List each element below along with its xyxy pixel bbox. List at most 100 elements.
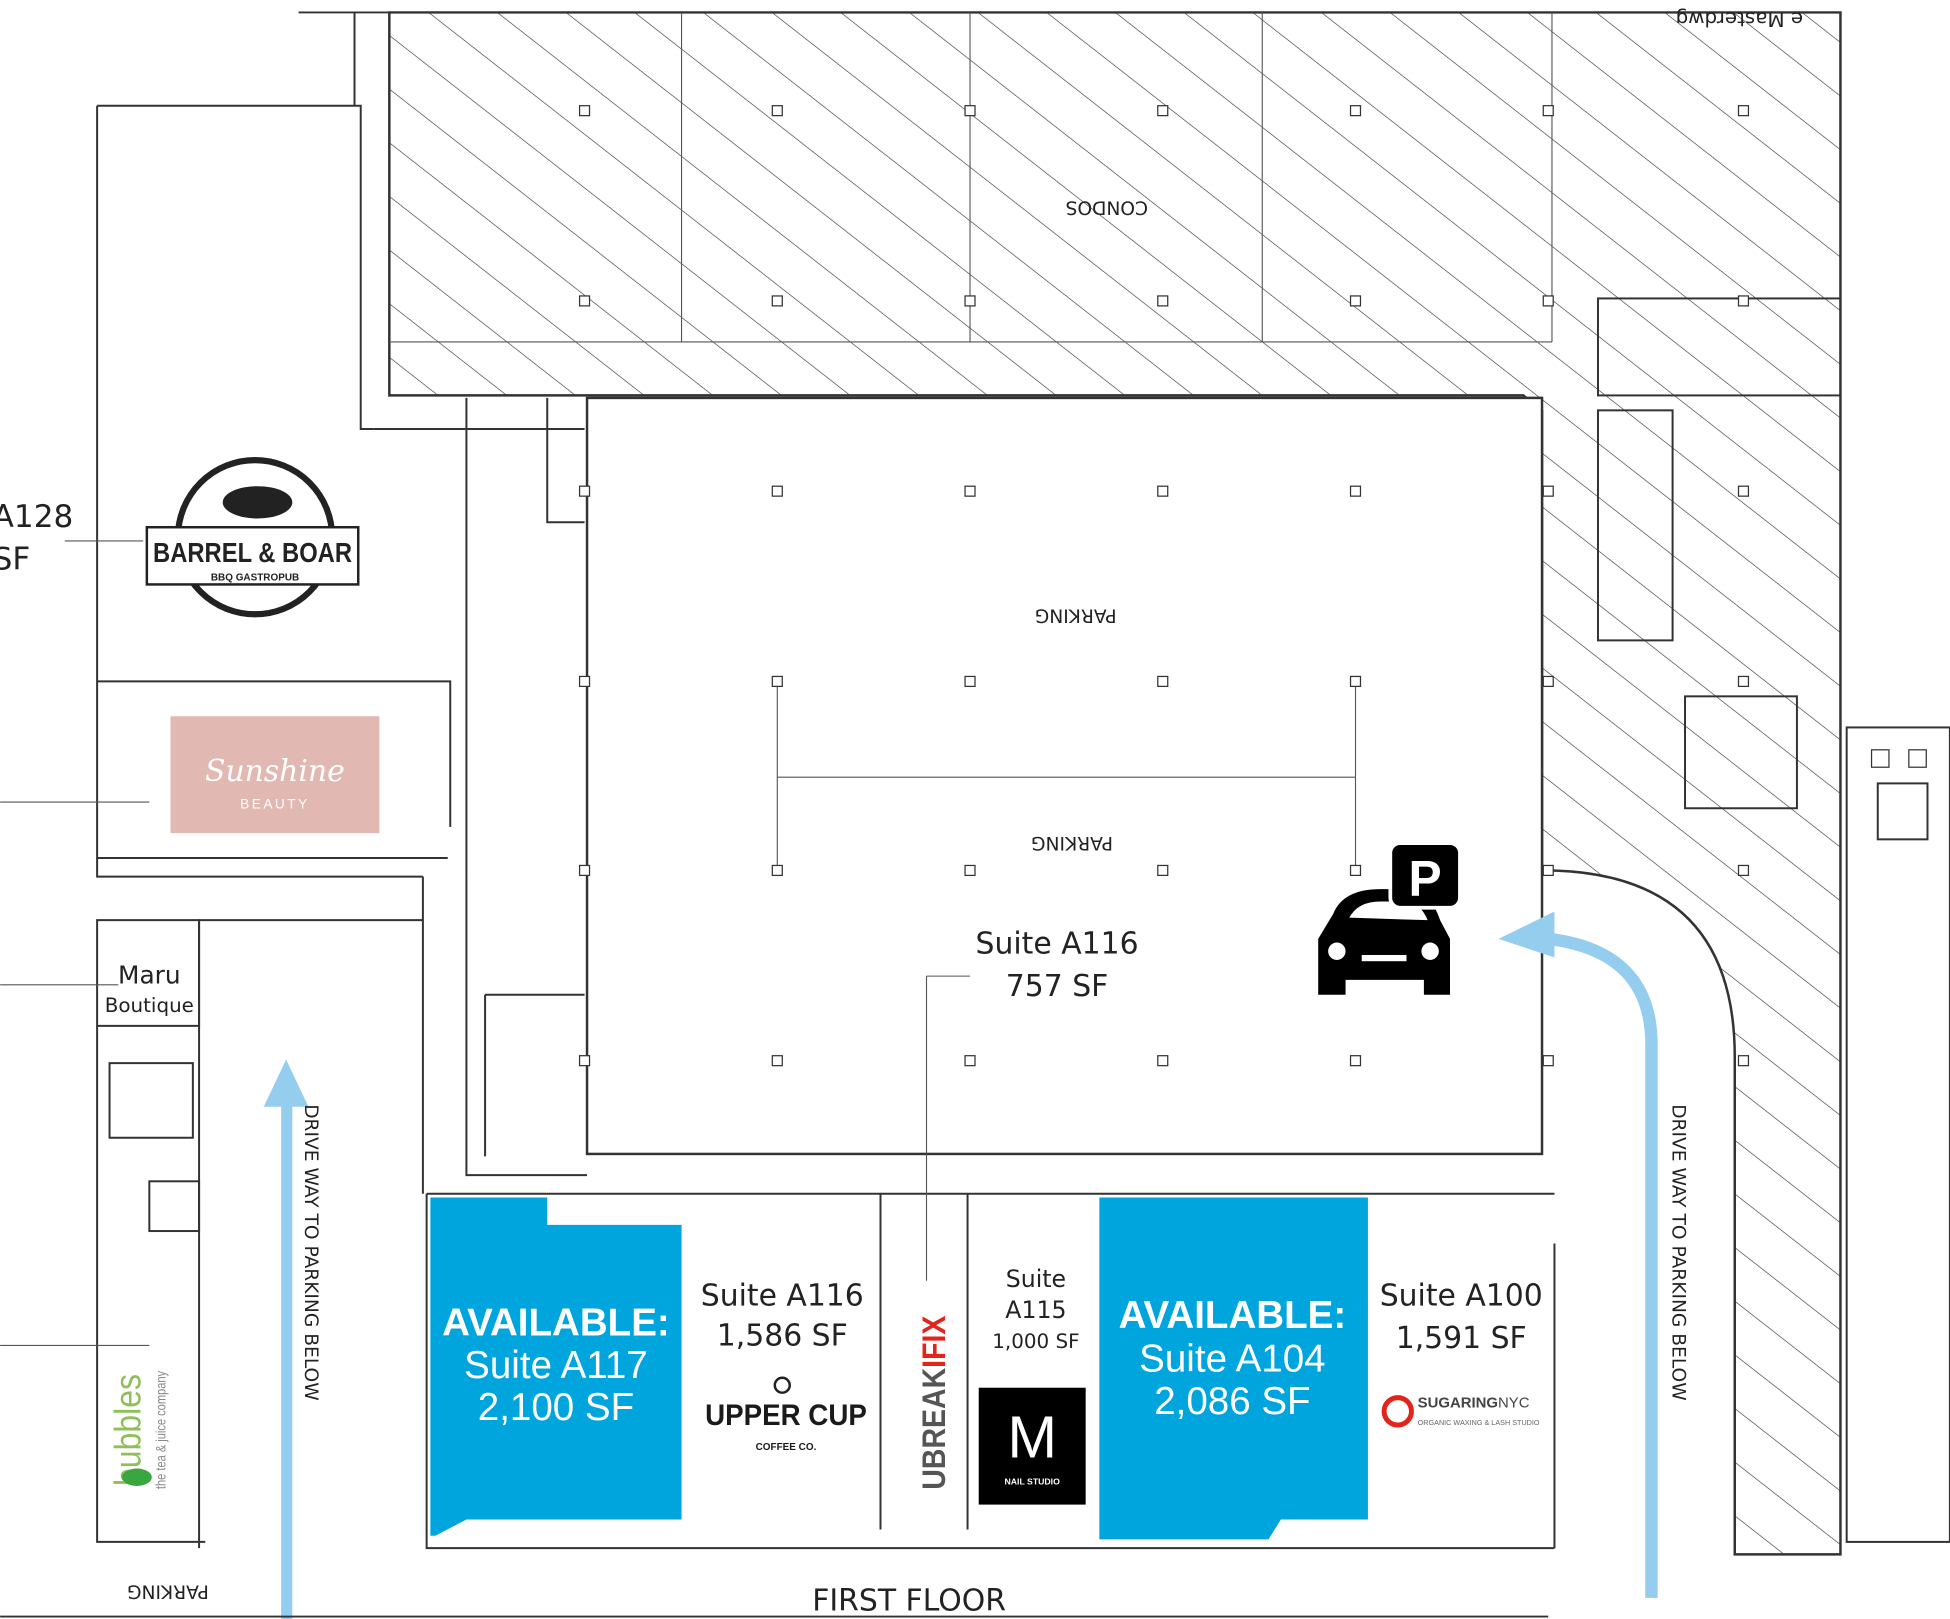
condo-unit-dividers: [389, 12, 1553, 343]
column-marker: [964, 485, 976, 497]
right-driveway-arrow: [1498, 911, 1658, 1598]
svg-text:1,591 SF: 1,591 SF: [1396, 1321, 1527, 1356]
sunshine-beauty-logo: Sunshine BEAUTY: [170, 716, 380, 834]
maru-boutique-line2: Boutique: [105, 994, 194, 1017]
column-marker: [578, 105, 591, 117]
car-parking-icon: P: [1318, 841, 1462, 995]
column-marker: [1157, 864, 1169, 877]
m-nail-studio-logo: [978, 1387, 1086, 1505]
column-marker: [578, 864, 591, 877]
a128-label-line2: SF: [0, 542, 30, 578]
column-marker: [1157, 295, 1169, 307]
svg-text:A115: A115: [1005, 1296, 1066, 1324]
column-marker: [1542, 485, 1554, 497]
svg-text:COFFEE CO.: COFFEE CO.: [756, 1442, 817, 1453]
parking-bottom-left-label: PARKING: [127, 1580, 209, 1601]
column-marker: [1737, 675, 1750, 688]
column-marker: [1157, 1055, 1169, 1067]
top-right-cut-text: e Masterdwg: [1676, 7, 1804, 30]
column-marker: [771, 864, 783, 877]
svg-text:2,100 SF: 2,100 SF: [478, 1386, 634, 1429]
column-marker: [1542, 295, 1554, 307]
svg-text:the tea & juice company: the tea & juice company: [154, 1371, 169, 1489]
column-marker: [1157, 105, 1169, 117]
svg-text:bubbles: bubbles: [107, 1374, 149, 1486]
column-marker: [1542, 675, 1554, 688]
column-marker: [1542, 864, 1554, 877]
column-marker: [771, 295, 783, 307]
suite-a116[interactable]: Suite A116 1,586 SF UPPER CUP COFFEE CO.: [701, 1279, 867, 1453]
column-marker: [578, 675, 591, 688]
maru-boutique-line1: Maru: [118, 961, 181, 990]
column-marker: [964, 105, 976, 117]
left-driveway-arrow: [263, 1059, 309, 1619]
suites-row-walls: [425, 1192, 1556, 1550]
column-marker: [771, 485, 783, 497]
suite-a117-available[interactable]: AVAILABLE: Suite A117 2,100 SF: [430, 1197, 682, 1536]
column-marker: [771, 675, 783, 688]
bubbles-logo: bubbles the tea & juice company: [107, 1371, 169, 1489]
column-marker: [1157, 485, 1169, 497]
svg-text:Suite A100: Suite A100: [1380, 1279, 1543, 1314]
column-marker: [964, 675, 976, 688]
column-marker: [771, 1055, 783, 1067]
column-marker: [1737, 105, 1750, 117]
column-marker: [1349, 864, 1362, 877]
barrel-and-boar-logo: BARREL & BOAR BBQ GASTROPUB: [145, 456, 360, 618]
parking-area: [585, 396, 1544, 1156]
ubreakifix-logo: UBREAKIFIX: [916, 1315, 952, 1489]
svg-text:BARREL & BOAR: BARREL & BOAR: [153, 537, 352, 568]
suite-a104-available[interactable]: AVAILABLE: Suite A104 2,086 SF: [1099, 1197, 1368, 1540]
svg-text:2,086 SF: 2,086 SF: [1154, 1380, 1310, 1423]
column-marker: [1349, 105, 1362, 117]
left-driveway-label: DRIVE WAY TO PARKING BELOW: [300, 1104, 321, 1400]
column-marker: [1737, 295, 1750, 307]
left-building-walls: [96, 11, 588, 1549]
svg-text:SUGARINGNYC: SUGARINGNYC: [1418, 1395, 1530, 1412]
svg-text:Suite A104: Suite A104: [1139, 1338, 1325, 1381]
column-marker: [1737, 485, 1750, 497]
svg-text:1,586 SF: 1,586 SF: [717, 1318, 848, 1353]
svg-text:AVAILABLE:: AVAILABLE:: [1119, 1294, 1347, 1337]
suite-a100[interactable]: Suite A100 1,591 SF SUGARINGNYC ORGANIC …: [1380, 1279, 1543, 1428]
column-marker: [964, 1055, 976, 1067]
condos-label: CONDOS: [1066, 196, 1149, 217]
column-marker: [578, 485, 591, 497]
svg-text:UBREAKIFIX: UBREAKIFIX: [916, 1315, 952, 1489]
column-marker: [578, 1055, 591, 1067]
column-marker: [1737, 864, 1750, 877]
svg-text:1,000 SF: 1,000 SF: [992, 1330, 1079, 1353]
column-marker: [964, 295, 976, 307]
column-marker: [1349, 675, 1362, 688]
right-driveway-label: DRIVE WAY TO PARKING BELOW: [1668, 1104, 1689, 1400]
svg-text:Suite: Suite: [1006, 1265, 1066, 1293]
suite-a115[interactable]: Suite A115 1,000 SF M NAIL STUDIO: [978, 1265, 1086, 1505]
column-marker: [771, 105, 783, 117]
svg-text:Sunshine: Sunshine: [205, 754, 345, 789]
column-marker: [1542, 105, 1554, 117]
callout-area: 757 SF: [1006, 969, 1109, 1004]
floor-title: FIRST FLOOR: [812, 1583, 1006, 1618]
svg-text:Suite A117: Suite A117: [464, 1344, 648, 1387]
sugaring-nyc-logo: [1381, 1395, 1414, 1428]
svg-text:AVAILABLE:: AVAILABLE:: [442, 1301, 670, 1344]
svg-text:BBQ GASTROPUB: BBQ GASTROPUB: [211, 573, 299, 584]
svg-text:NAIL STUDIO: NAIL STUDIO: [1005, 1477, 1061, 1487]
upper-cup-logo: UPPER CUP: [705, 1399, 867, 1432]
svg-text:BEAUTY: BEAUTY: [240, 796, 310, 811]
svg-text:ORGANIC WAXING & LASH STUDIO: ORGANIC WAXING & LASH STUDIO: [1418, 1418, 1540, 1427]
column-marker: [1349, 295, 1362, 307]
parking-upper-label: PARKING: [1035, 604, 1117, 625]
svg-text:P: P: [1409, 850, 1442, 906]
column-marker: [1349, 1055, 1362, 1067]
column-marker: [1349, 485, 1362, 497]
column-marker: [1157, 675, 1169, 688]
svg-text:Suite A116: Suite A116: [701, 1279, 864, 1314]
column-marker: [1542, 1055, 1554, 1067]
column-marker: [578, 295, 591, 307]
callout-suite-a116: Suite A116: [976, 927, 1139, 962]
a128-label-line1: A128: [0, 499, 73, 535]
structural-columns: [578, 105, 1750, 1067]
svg-text:M: M: [1007, 1403, 1057, 1470]
